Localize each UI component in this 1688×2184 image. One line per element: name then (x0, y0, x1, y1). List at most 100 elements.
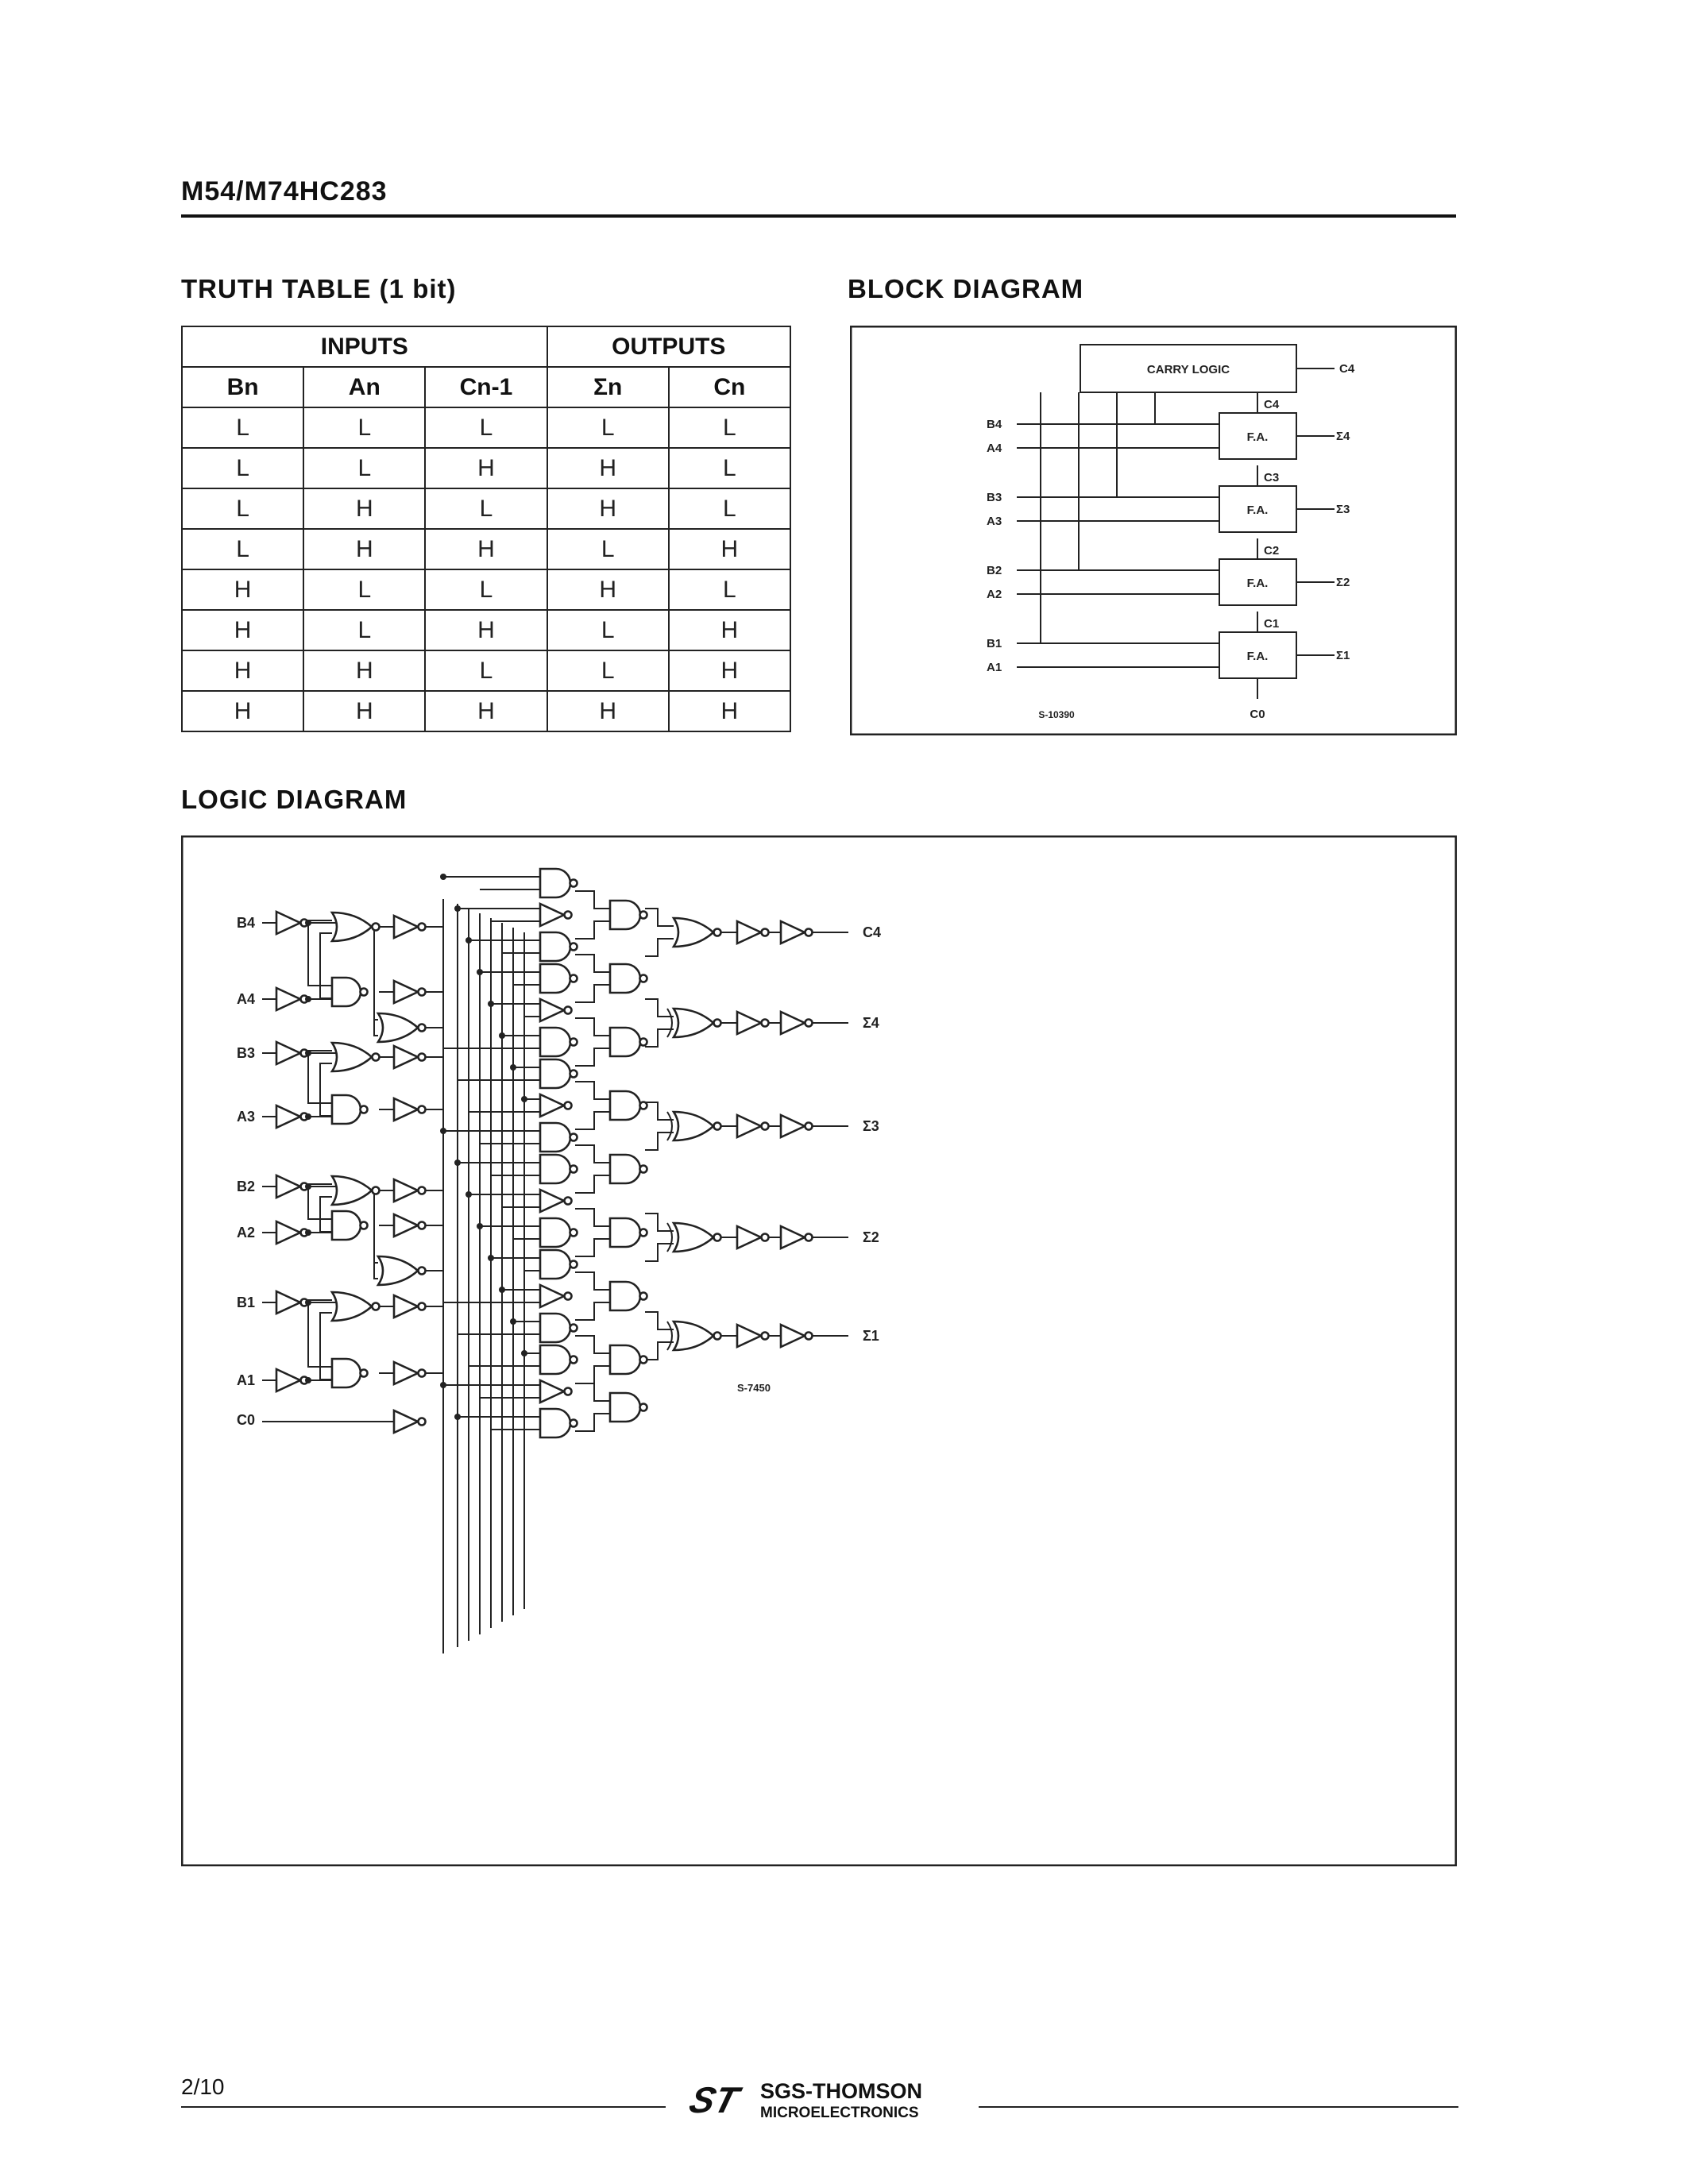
sum-output-label: Σ1 (1336, 649, 1350, 662)
full-adder-label: F.A. (1247, 430, 1269, 444)
wire (645, 998, 674, 1017)
junction-dot (510, 1318, 516, 1325)
inverter-gate (779, 919, 808, 946)
wire (575, 954, 610, 973)
inversion-bubble (639, 1355, 648, 1364)
table-cell: L (180, 528, 305, 570)
inverter-gate (275, 1289, 303, 1316)
wire (575, 1017, 610, 1036)
inversion-bubble (417, 922, 427, 932)
inversion-bubble (563, 910, 573, 920)
junction-dot (305, 920, 311, 926)
table-cell: H (424, 447, 548, 489)
table-cell: H (546, 447, 670, 489)
inversion-bubble (713, 1018, 722, 1028)
nand-gate (539, 1248, 572, 1280)
wire (645, 1213, 674, 1232)
document-title: M54/M74HC283 (181, 176, 388, 206)
wire (307, 923, 332, 986)
wire (575, 1208, 610, 1227)
nand-gate (539, 1312, 572, 1344)
inverter-gate (736, 1113, 764, 1140)
inversion-bubble (804, 1233, 813, 1242)
column-header: Σn (546, 366, 670, 408)
wire (319, 1196, 332, 1233)
inverter-gate (779, 1009, 808, 1036)
junction-dot (440, 1128, 446, 1134)
inverter-gate (779, 1224, 808, 1251)
carry-out-label: C4 (1339, 362, 1355, 376)
junction-dot (305, 1113, 311, 1120)
inversion-bubble (569, 1355, 578, 1364)
output-label: Σ2 (863, 1229, 879, 1245)
inverter-gate (392, 1044, 421, 1071)
carry-label: C4 (1264, 398, 1280, 411)
inversion-bubble (417, 1221, 427, 1230)
inverter-gate (392, 1096, 421, 1123)
carry-in-label: C0 (237, 1412, 255, 1428)
wire (645, 1028, 674, 1048)
wire (645, 938, 674, 957)
nand-gate (608, 1090, 642, 1121)
inverter-gate (392, 978, 421, 1005)
wire (575, 1413, 610, 1432)
carry-in-label: C0 (1250, 708, 1265, 721)
junction-dot (477, 1223, 483, 1229)
inverter-gate (736, 1009, 764, 1036)
nand-gate (608, 1280, 642, 1312)
inverter-gate (275, 909, 303, 936)
table-cell: L (303, 569, 427, 611)
input-label: A4 (237, 991, 255, 1007)
input-label: B1 (987, 637, 1002, 650)
inversion-bubble (639, 1228, 648, 1237)
nand-gate (608, 963, 642, 994)
table-cell: H (303, 528, 427, 570)
inverter-gate (275, 986, 303, 1013)
junction-dot (521, 1096, 527, 1102)
input-label: A2 (987, 588, 1002, 601)
table-cell: L (424, 407, 548, 449)
nand-gate (539, 1344, 572, 1376)
junction-dot (305, 996, 311, 1002)
input-label: A3 (987, 515, 1002, 528)
inverter-gate (275, 1367, 303, 1394)
table-cell: H (667, 650, 792, 692)
table-cell: L (546, 650, 670, 692)
inverter-gate (539, 1283, 567, 1310)
inverter-gate (392, 1293, 421, 1320)
inversion-bubble (639, 1101, 648, 1110)
nor-gate (330, 1291, 373, 1322)
inverter-gate (736, 1224, 764, 1251)
xnor-gate (671, 1221, 715, 1253)
table-cell: H (424, 528, 548, 570)
table-cell: L (546, 407, 670, 449)
carry-label: C1 (1264, 617, 1279, 631)
inverter-gate (539, 1187, 567, 1214)
inversion-bubble (639, 1164, 648, 1174)
inverter-gate (539, 901, 567, 928)
inversion-bubble (804, 928, 813, 937)
inversion-bubble (569, 1418, 578, 1428)
inversion-bubble (639, 910, 648, 920)
nand-gate (539, 1026, 572, 1058)
inversion-bubble (417, 987, 427, 997)
inversion-bubble (713, 1331, 722, 1341)
output-label: C4 (863, 924, 881, 940)
nand-gate (608, 1391, 642, 1423)
sum-output-label: Σ2 (1336, 576, 1350, 589)
wire (575, 1144, 610, 1163)
inversion-bubble (359, 987, 369, 997)
wire (645, 908, 674, 927)
inversion-bubble (417, 1302, 427, 1311)
diagram-reference: S-7450 (737, 1382, 771, 1394)
inverter-gate (779, 1322, 808, 1349)
nand-gate (539, 963, 572, 994)
table-cell: L (667, 407, 792, 449)
column-header: Cn-1 (424, 366, 548, 408)
nand-gate (330, 976, 362, 1008)
